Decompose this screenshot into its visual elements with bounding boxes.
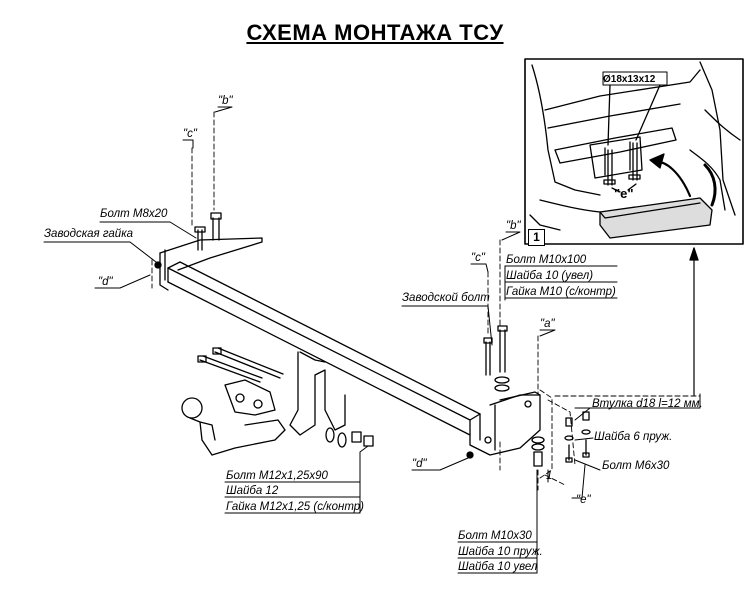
inset-dimension-label: Ø18x13x12 (603, 74, 656, 85)
label-nut-m10: Гайка М10 (с/контр) (506, 286, 616, 298)
label-d-left: "d" (98, 276, 113, 288)
label-bolt-m12: Болт М12х1,25х90 (226, 470, 328, 482)
leaders (43, 106, 701, 574)
label-d-bottom: "d" (412, 458, 427, 470)
label-washer-10-spring: Шайба 10 пруж. (458, 546, 543, 558)
label-bolt-m10x100: Болт М10х100 (506, 254, 587, 266)
m6-parts (564, 411, 591, 463)
label-factory-bolt: Заводской болт (402, 292, 490, 304)
label-washer-10-wide-2: Шайба 10 увел (458, 561, 538, 573)
label-washer-10-wide: Шайба 10 (увел) (506, 270, 594, 282)
label-washer-6: Шайба 6 пруж. (594, 431, 673, 443)
label-bushing: Втулка d18 l=12 мм. (592, 398, 703, 410)
label-nut-m12: Гайка М12х1,25 (с/контр) (226, 501, 364, 513)
inset-e-marker: "e" (614, 186, 634, 201)
ball-mount (181, 347, 374, 456)
label-one-bottom: 1 (546, 470, 553, 482)
label-bolt-m6x30: Болт М6х30 (602, 460, 670, 472)
left-bolts (151, 111, 222, 289)
crossbar (159, 237, 541, 456)
label-bolt-m8x20: Болт М8х20 (100, 208, 168, 220)
inset-number-badge: 1 (528, 229, 545, 246)
label-a-right: "a" (540, 318, 555, 330)
center-bracket (289, 351, 346, 436)
label-c-right: "c" (471, 252, 485, 264)
page-title: СХЕМА МОНТАЖА ТСУ (246, 20, 504, 45)
label-bolt-m10x30: Болт М10х30 (458, 530, 532, 542)
inset-view (524, 58, 744, 245)
label-b-right: "b" (506, 220, 521, 232)
label-e-bottom: "e" (576, 494, 591, 506)
label-c-left: "c" (183, 128, 197, 140)
label-b-left: "b" (218, 95, 233, 107)
label-factory-nut: Заводская гайка (44, 228, 134, 240)
label-washer-12: Шайба 12 (226, 485, 279, 497)
